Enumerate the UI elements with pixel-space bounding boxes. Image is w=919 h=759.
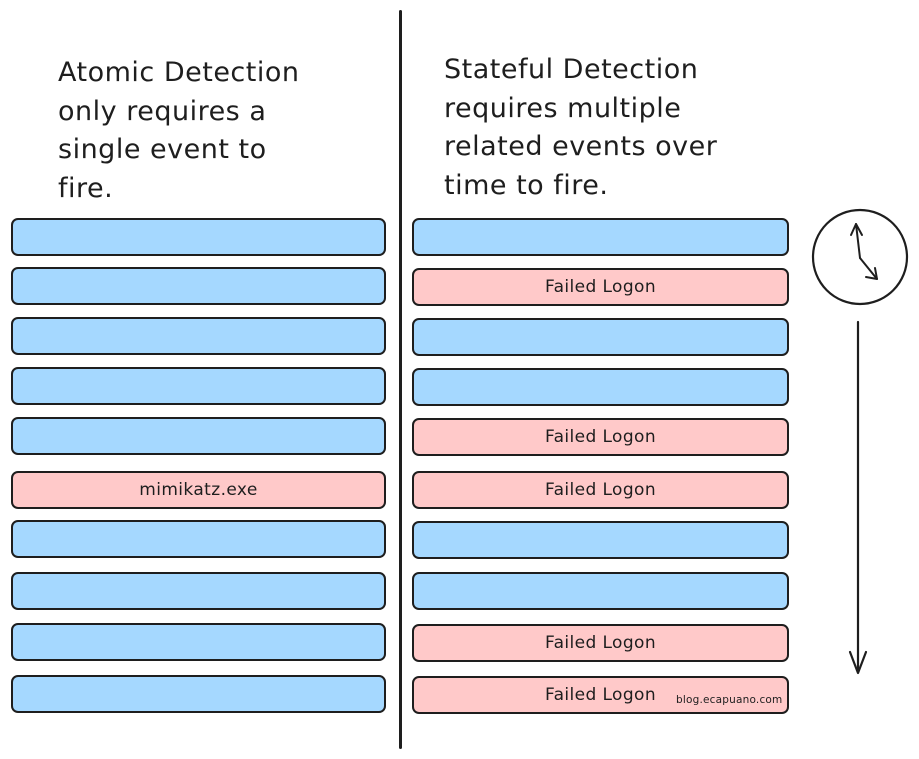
event-row [11, 623, 386, 661]
event-row [11, 572, 386, 610]
event-row [11, 417, 386, 455]
event-row-alert: Failed Logon [412, 268, 789, 306]
event-row [11, 520, 386, 558]
event-row [11, 675, 386, 713]
event-row-alert: Failed Logon [412, 624, 789, 662]
arrow-down-icon [848, 320, 868, 675]
event-label: mimikatz.exe [139, 480, 258, 500]
event-row-alert: mimikatz.exe [11, 471, 386, 509]
event-row [412, 521, 789, 559]
event-row-alert: Failed Logon [412, 418, 789, 456]
event-row-alert: Failed Logon [412, 471, 789, 509]
column-divider [399, 10, 402, 749]
event-row-alert: Failed Logon [412, 676, 789, 714]
event-label: Failed Logon [544, 633, 657, 653]
atomic-detection-heading: Atomic Detection only requires a single … [58, 57, 300, 204]
event-row [412, 572, 789, 610]
event-row [11, 218, 386, 256]
stateful-detection-heading: Stateful Detection requires multiple rel… [444, 54, 718, 201]
event-label: Failed Logon [544, 277, 657, 297]
watermark: blog.ecapuano.com [676, 694, 783, 706]
event-row [11, 317, 386, 355]
event-label: Failed Logon [544, 427, 657, 447]
event-row [412, 368, 789, 406]
event-row [11, 267, 386, 305]
event-label: Failed Logon [544, 685, 657, 705]
clock-icon [811, 208, 909, 306]
event-row [412, 318, 789, 356]
event-row [412, 218, 789, 256]
event-label: Failed Logon [544, 480, 657, 500]
event-row [11, 367, 386, 405]
